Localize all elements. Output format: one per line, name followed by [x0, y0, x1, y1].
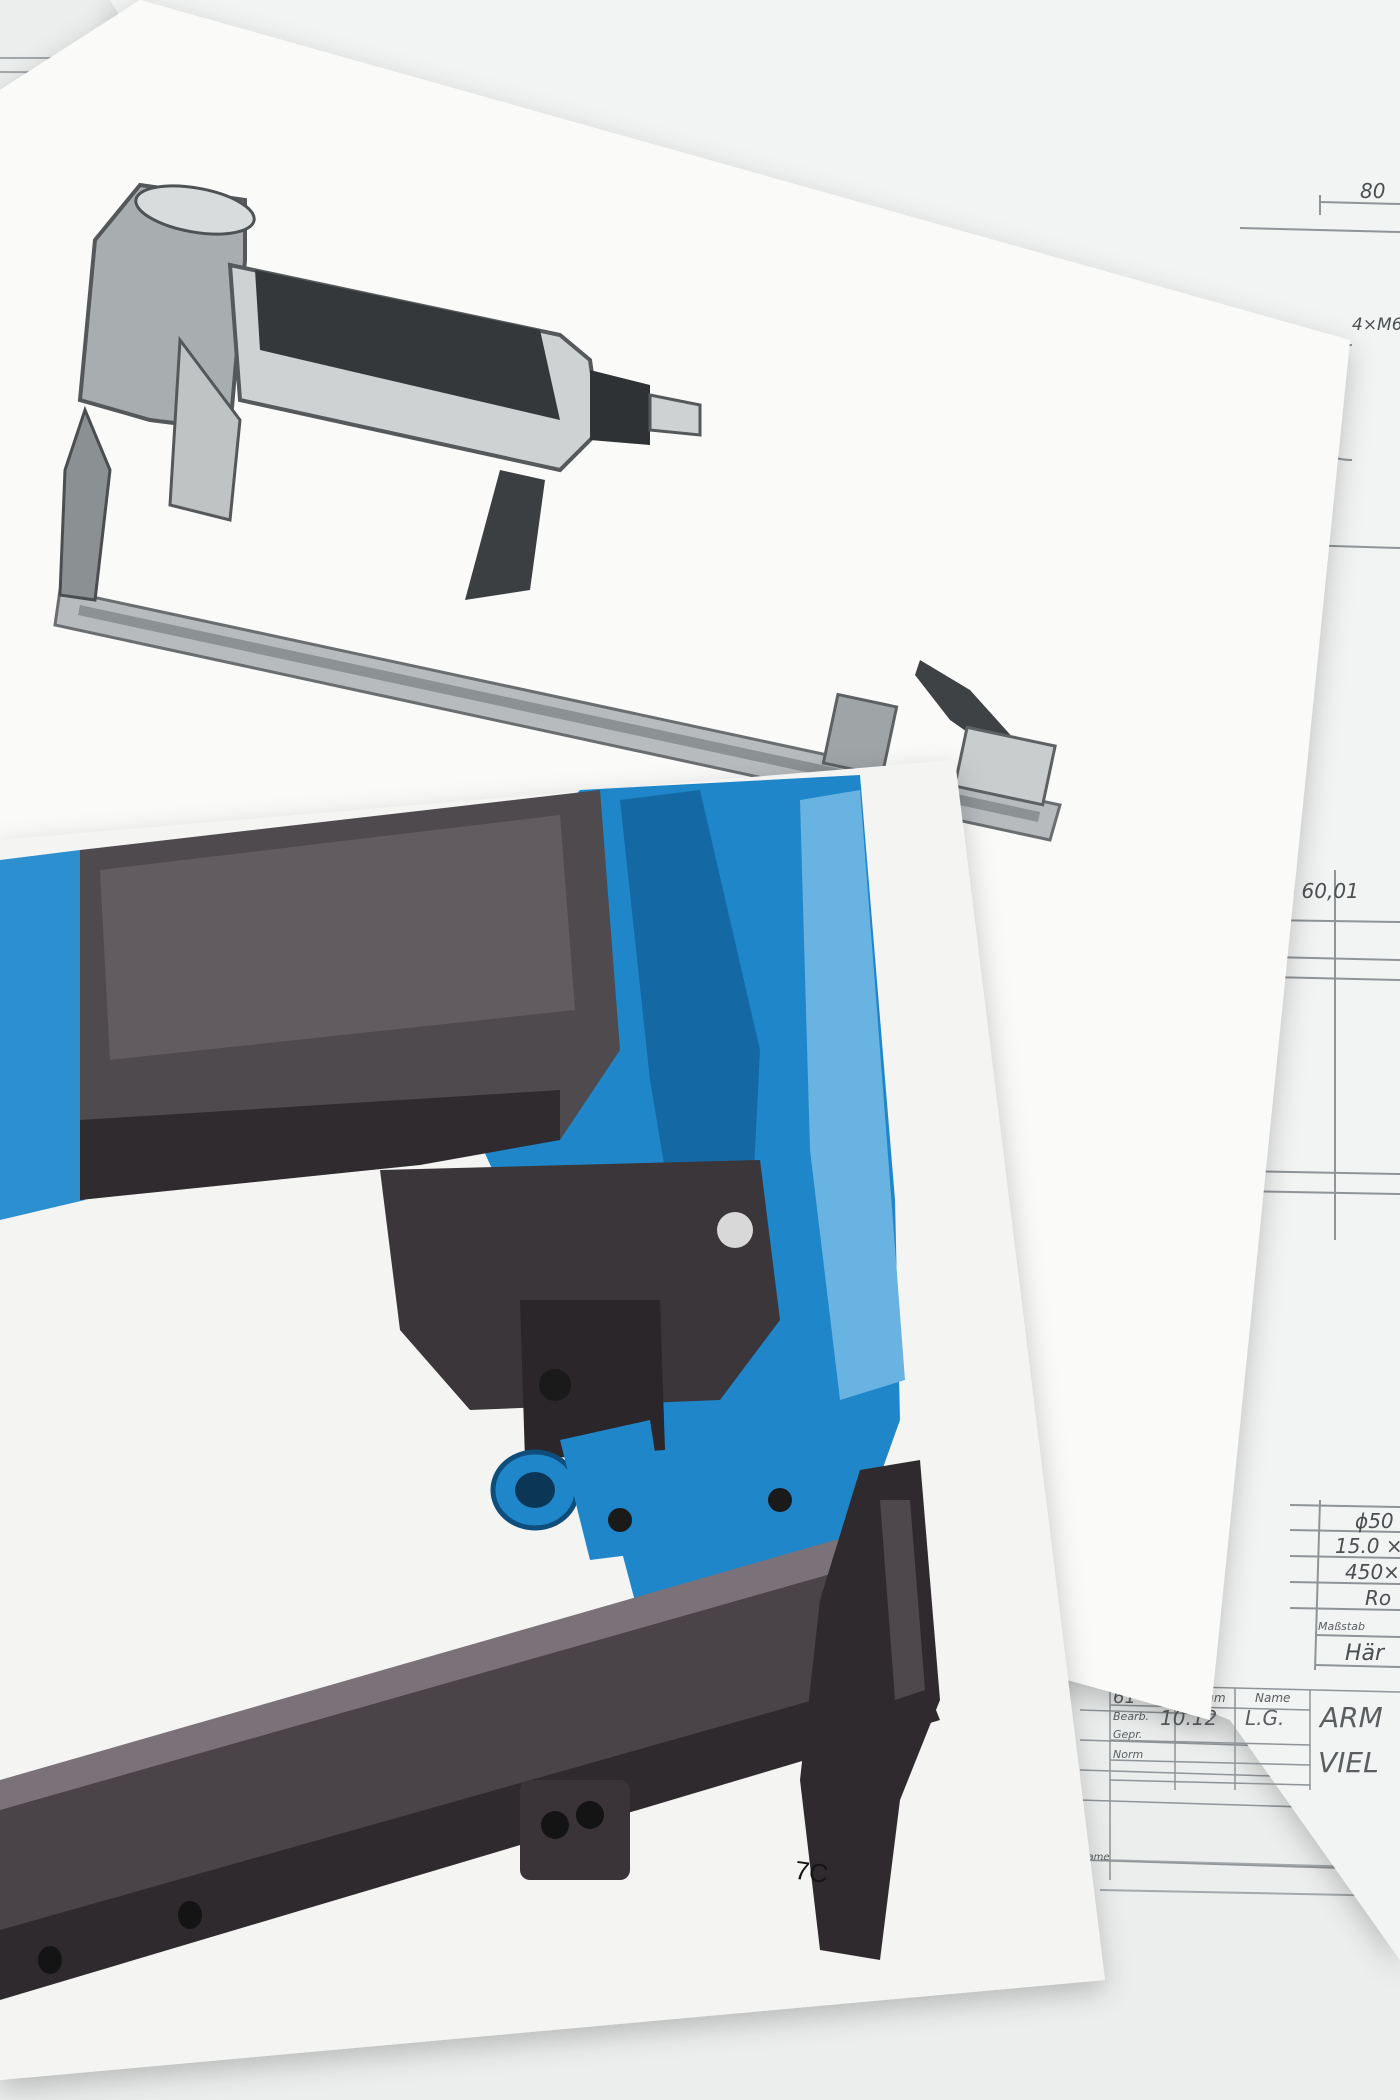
table-row-4: Ro: [1365, 1586, 1391, 1610]
title-line-2: VIEL: [1318, 1746, 1379, 1779]
row-norm: Norm: [1113, 1748, 1143, 1761]
name-label: Name: [1080, 1852, 1110, 1863]
header-name: Name: [1255, 1691, 1290, 1705]
table-row-1: ϕ50: [1355, 1509, 1394, 1533]
dim-top: 80: [1360, 179, 1385, 203]
row-gepr: Gepr.: [1113, 1728, 1142, 1741]
dim-holes: 4×M6: [1352, 315, 1400, 335]
row-bearb: Bearb.: [1113, 1710, 1149, 1723]
title-line-1: ARM: [1318, 1701, 1383, 1734]
tool-stamp: 7C: [793, 1855, 830, 1889]
title-block: 61 Datum Name Bearb. Gepr. Norm 10.12 L.…: [1080, 1680, 1400, 1880]
blue-staple-gun-photo: 7C: [0, 775, 940, 2000]
initials-value: L.G.: [1245, 1706, 1284, 1730]
scale-label: Maßstab: [1318, 1620, 1365, 1633]
hardness-label: Här: [1345, 1641, 1386, 1666]
table-row-2: 15.0 ×: [1335, 1534, 1400, 1558]
table-row-3: 450×: [1345, 1560, 1400, 1584]
